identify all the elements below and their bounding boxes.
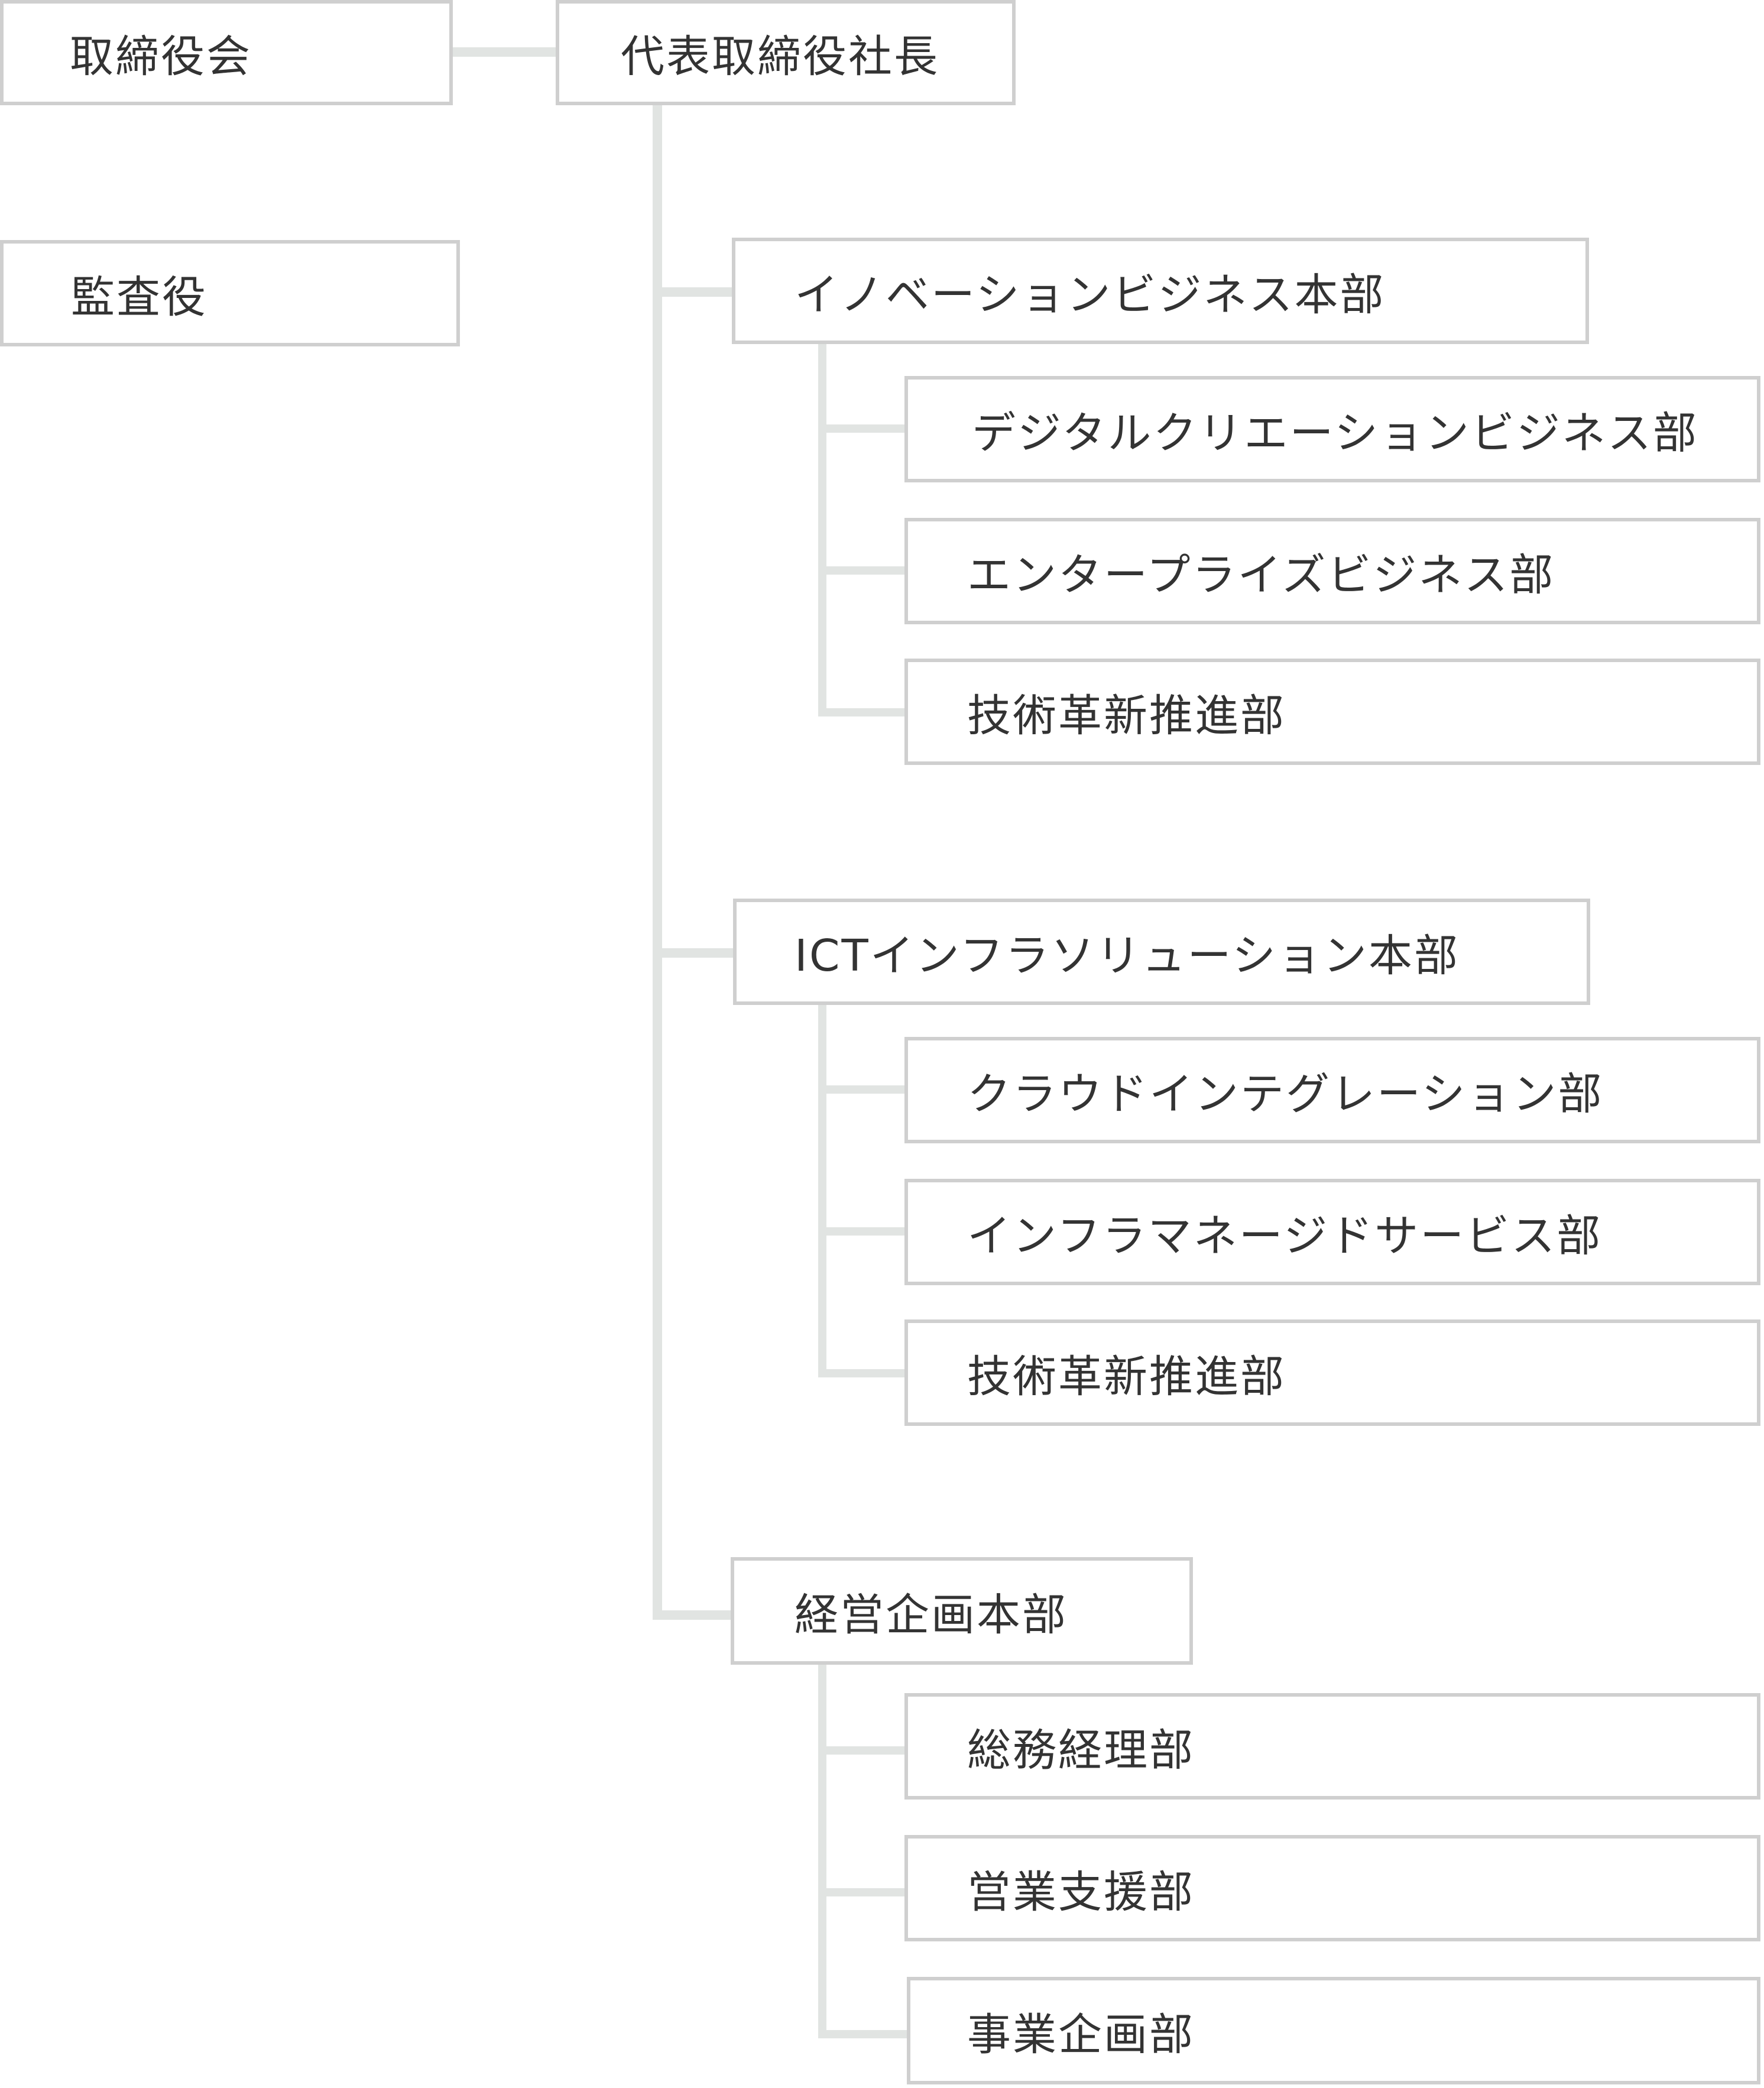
board-president-connector xyxy=(450,47,557,57)
connector-dept-1-1 xyxy=(818,424,908,433)
connector-division-1 xyxy=(653,287,734,297)
connector-dept-3-1 xyxy=(818,1746,908,1755)
department-node: 技術革新推進部 xyxy=(904,659,1760,765)
department-node: 営業支援部 xyxy=(904,1835,1760,1941)
department-label: 技術革新推進部 xyxy=(967,690,1286,741)
department-node: インフラマネージドサービス部 xyxy=(904,1179,1760,1285)
department-node: エンタープライズビジネス部 xyxy=(904,518,1760,624)
connector-division-2 xyxy=(653,948,734,958)
department-label: インフラマネージドサービス部 xyxy=(967,1210,1603,1262)
department-node: 事業企画部 xyxy=(907,1977,1760,2084)
division-2-branch-line xyxy=(818,1004,826,1377)
department-node: 技術革新推進部 xyxy=(904,1319,1760,1426)
division-node-innovation: イノベーションビジネス本部 xyxy=(732,238,1589,344)
board-label: 取締役会 xyxy=(70,31,252,82)
president-label: 代表取締役社長 xyxy=(621,31,939,82)
connector-dept-2-3 xyxy=(818,1369,908,1377)
department-node: クラウドインテグレーション部 xyxy=(904,1037,1760,1143)
board-node: 取締役会 xyxy=(0,0,453,105)
connector-dept-1-2 xyxy=(818,566,908,575)
department-node: 総務経理部 xyxy=(904,1693,1760,1800)
division-node-ict-infra: ICTインフラソリューション本部 xyxy=(733,899,1590,1005)
connector-dept-2-1 xyxy=(818,1085,908,1094)
department-label: クラウドインテグレーション部 xyxy=(967,1068,1604,1120)
division-1-branch-line xyxy=(818,343,826,716)
division-label: 経営企画本部 xyxy=(795,1589,1068,1640)
department-label: 技術革新推進部 xyxy=(967,1351,1286,1402)
division-3-branch-line xyxy=(818,1665,826,2038)
connector-dept-2-2 xyxy=(818,1227,908,1236)
president-trunk-line xyxy=(653,102,662,1620)
division-label: イノベーションビジネス本部 xyxy=(795,269,1386,320)
department-label: 営業支援部 xyxy=(967,1866,1195,1918)
department-node: デジタルクリエーションビジネス部 xyxy=(904,376,1760,482)
department-label: デジタルクリエーションビジネス部 xyxy=(972,407,1699,459)
department-label: 事業企画部 xyxy=(967,2009,1195,2060)
department-label: エンタープライズビジネス部 xyxy=(967,549,1555,601)
department-label: 総務経理部 xyxy=(967,1724,1195,1776)
division-node-corporate-planning: 経営企画本部 xyxy=(731,1557,1193,1665)
connector-dept-1-3 xyxy=(818,708,908,716)
connector-dept-3-3 xyxy=(818,2030,908,2038)
auditor-label: 監査役 xyxy=(71,271,207,323)
president-node: 代表取締役社長 xyxy=(556,0,1016,105)
connector-dept-3-2 xyxy=(818,1888,908,1896)
division-label: ICTインフラソリューション本部 xyxy=(795,930,1460,981)
connector-division-3 xyxy=(653,1610,734,1620)
auditor-node: 監査役 xyxy=(0,240,460,346)
